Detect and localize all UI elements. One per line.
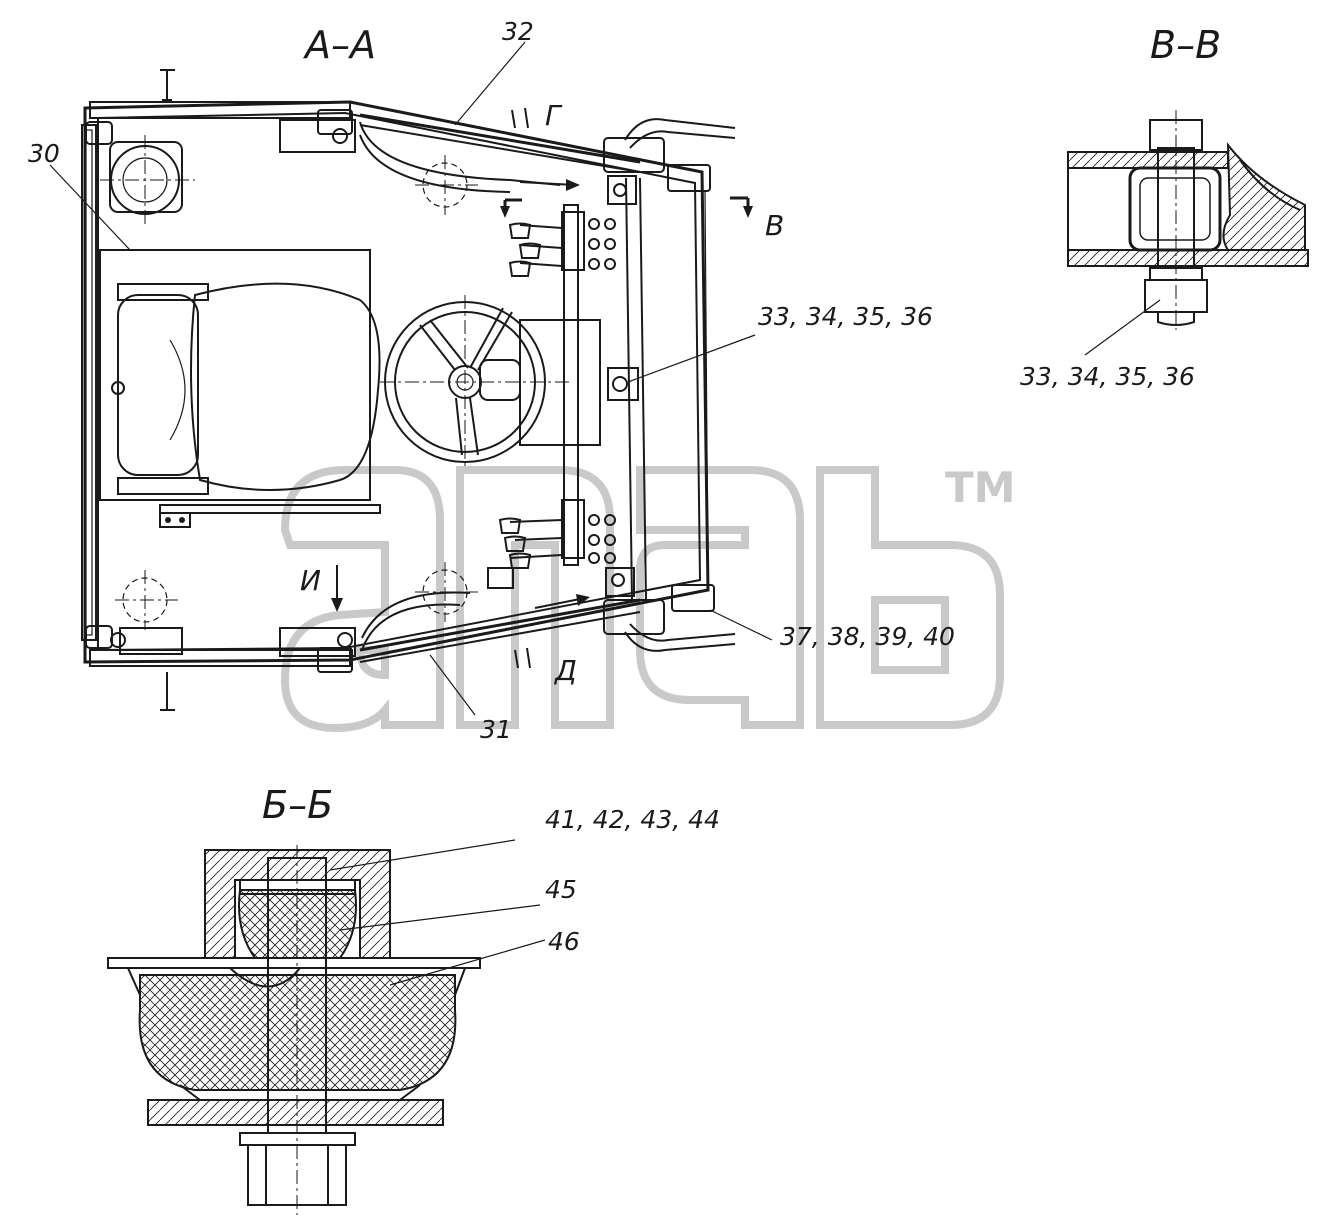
callout-31: 31: [480, 715, 512, 744]
section-bb-title: Б–Б: [262, 783, 333, 827]
direction-letter-d: Д: [553, 654, 577, 687]
callout-37-40: 37, 38, 39, 40: [780, 622, 955, 651]
section-aa-view: [49, 41, 773, 716]
watermark-tm: TM: [945, 463, 1015, 512]
callout-33-36-main: 33, 34, 35, 36: [758, 302, 933, 331]
watermark-logo: TM: [280, 463, 1015, 733]
callout-32: 32: [502, 17, 534, 46]
callout-33-36-vv: 33, 34, 35, 36: [1020, 362, 1195, 391]
callout-30: 30: [28, 139, 60, 168]
fuse-cluster-top: [588, 218, 616, 270]
section-vv-view: [1067, 110, 1309, 356]
section-bb-view: [107, 839, 546, 1215]
section-vv-title: В–В: [1150, 23, 1221, 67]
direction-letter-g: Г: [545, 99, 563, 132]
callout-45: 45: [545, 875, 577, 904]
direction-letter-i: И: [300, 564, 321, 597]
section-aa-title: А–А: [302, 23, 376, 67]
direction-letter-v: В: [765, 209, 784, 242]
callout-41-44: 41, 42, 43, 44: [545, 805, 720, 834]
callout-46: 46: [548, 927, 580, 956]
fuse-cluster-bottom: [588, 514, 616, 564]
